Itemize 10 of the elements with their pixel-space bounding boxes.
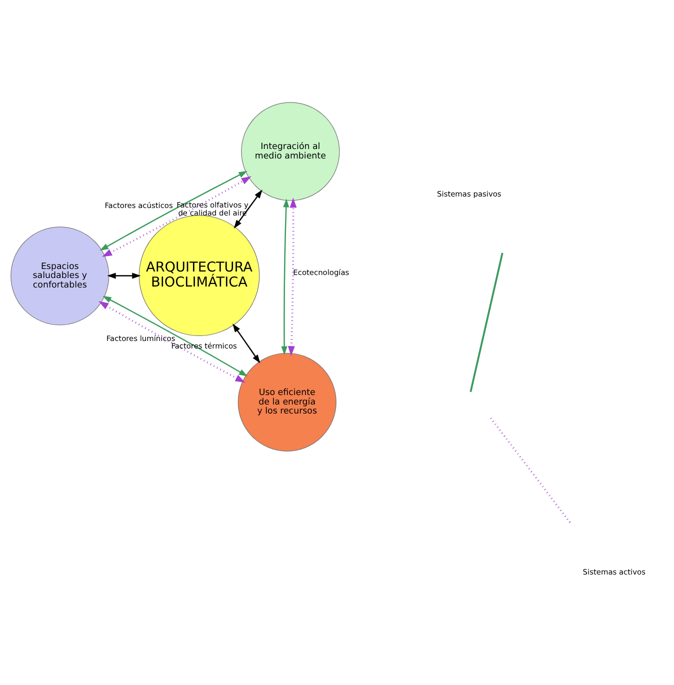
arrow xyxy=(234,189,262,228)
arrow xyxy=(98,300,246,382)
arrow xyxy=(102,176,252,256)
arrow xyxy=(281,198,290,355)
arrow xyxy=(102,295,248,376)
arrow xyxy=(288,197,297,356)
arrow xyxy=(100,170,248,250)
arrow xyxy=(232,323,260,363)
arrow xyxy=(107,272,141,278)
node-circle: ARQUITECTURA BIOCLIMÁTICA xyxy=(138,214,260,336)
